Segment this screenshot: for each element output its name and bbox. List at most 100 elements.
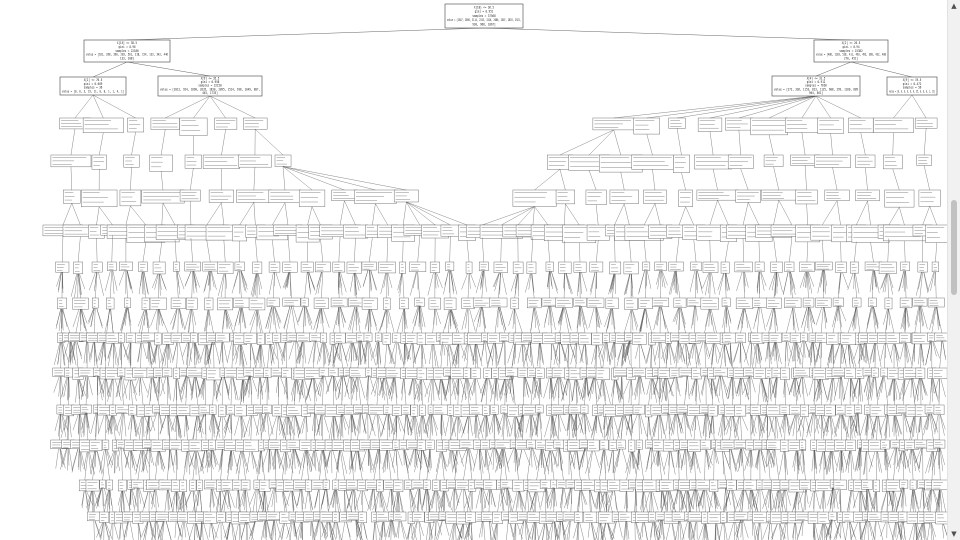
subtree-edge (883, 308, 888, 325)
subtree-edge (306, 450, 311, 472)
subtree-edge (739, 342, 741, 364)
subtree-edge (646, 270, 652, 289)
subtree-edge (109, 308, 114, 334)
subtree-edge (322, 308, 330, 328)
subtree-edge (450, 309, 452, 327)
subtree-edge (448, 376, 451, 393)
subtree-edge (645, 308, 648, 328)
subtree-edge (853, 273, 855, 289)
subtree-node (810, 224, 834, 241)
subtree-edge (835, 306, 838, 321)
subtree-edge (759, 414, 767, 437)
subtree-edge (482, 206, 535, 226)
subtree-edge (665, 343, 669, 369)
subtree-edge (512, 308, 515, 329)
subtree-edge (705, 309, 710, 327)
subtree-edge (679, 307, 686, 334)
subtree-edge (259, 344, 261, 369)
subtree-edge (585, 413, 592, 432)
subtree-edge (186, 451, 188, 473)
subtree-edge (238, 307, 242, 326)
subtree-edge (170, 449, 175, 473)
subtree-node (281, 367, 292, 378)
subtree-edge (354, 238, 356, 263)
subtree-edge (193, 342, 196, 369)
subtree-edge (130, 450, 134, 469)
subtree-edge (95, 413, 98, 441)
subtree-edge (572, 413, 577, 431)
subtree-edge (352, 342, 355, 362)
subtree-node (92, 297, 99, 309)
subtree-edge (740, 308, 745, 334)
subtree-edge (695, 343, 700, 366)
subtree-node (138, 261, 148, 272)
subtree-node (580, 404, 589, 414)
subtree-edge (564, 240, 565, 263)
subtree-edge (919, 306, 921, 334)
subtree-edge (117, 342, 121, 367)
subtree-edge (307, 272, 311, 292)
subtree-edge (469, 343, 475, 362)
subtree-edge (918, 272, 922, 290)
subtree-edge (557, 307, 564, 324)
subtree-edge (366, 309, 370, 327)
subtree-edge (360, 449, 367, 471)
subtree-edge (350, 376, 353, 393)
subtree-edge (336, 306, 339, 326)
subtree-edge (525, 273, 531, 293)
subtree-edge (404, 343, 406, 360)
subtree-edge (724, 344, 726, 367)
subtree-edge (433, 379, 440, 401)
subtree-edge (823, 307, 827, 329)
subtree-edge (444, 376, 450, 400)
subtree-edge (711, 272, 716, 295)
subtree-edge (822, 200, 838, 226)
subtree-edge (876, 343, 882, 368)
subtree-edge (758, 415, 762, 434)
subtree-edge (407, 416, 414, 431)
subtree-edge (872, 306, 876, 334)
subtree-edge (107, 378, 113, 395)
subtree-edge (97, 450, 104, 474)
subtree-edge (304, 272, 308, 299)
subtree-edge (149, 448, 152, 463)
subtree-edge (295, 449, 302, 469)
subtree-edge (307, 450, 315, 466)
subtree-edge (143, 271, 149, 295)
subtree-edge (367, 309, 371, 334)
subtree-edge (680, 307, 686, 328)
subtree-edge (535, 412, 539, 435)
subtree-edge (565, 273, 572, 295)
subtree-edge (654, 342, 660, 362)
subtree-edge (190, 376, 195, 396)
subtree-edge (430, 379, 433, 406)
subtree-node (320, 332, 327, 343)
subtree-edge (284, 272, 290, 290)
subtree-edge (869, 414, 877, 433)
subtree-node (470, 367, 481, 379)
subtree-edge (872, 343, 876, 363)
subtree-edge (884, 414, 888, 436)
subtree-edge (645, 308, 652, 334)
subtree-edge (921, 378, 928, 396)
subtree-edge (744, 271, 749, 288)
subtree-edge (525, 414, 531, 433)
subtree-edge (566, 379, 569, 396)
subtree-edge (532, 412, 539, 436)
subtree-edge (873, 306, 879, 328)
subtree-edge (357, 450, 361, 467)
subtree-edge (625, 414, 631, 436)
subtree-edge (568, 379, 571, 406)
subtree-edge (621, 343, 624, 366)
subtree-edge (810, 342, 813, 366)
subtree-edge (784, 341, 787, 369)
subtree-edge (60, 448, 66, 469)
subtree-node (365, 224, 380, 238)
subtree-edge (125, 205, 131, 226)
subtree-edge (120, 307, 127, 331)
subtree-edge (224, 414, 230, 433)
subtree-edge (550, 306, 553, 326)
subtree-edge (461, 378, 466, 403)
subtree-edge (561, 379, 568, 402)
